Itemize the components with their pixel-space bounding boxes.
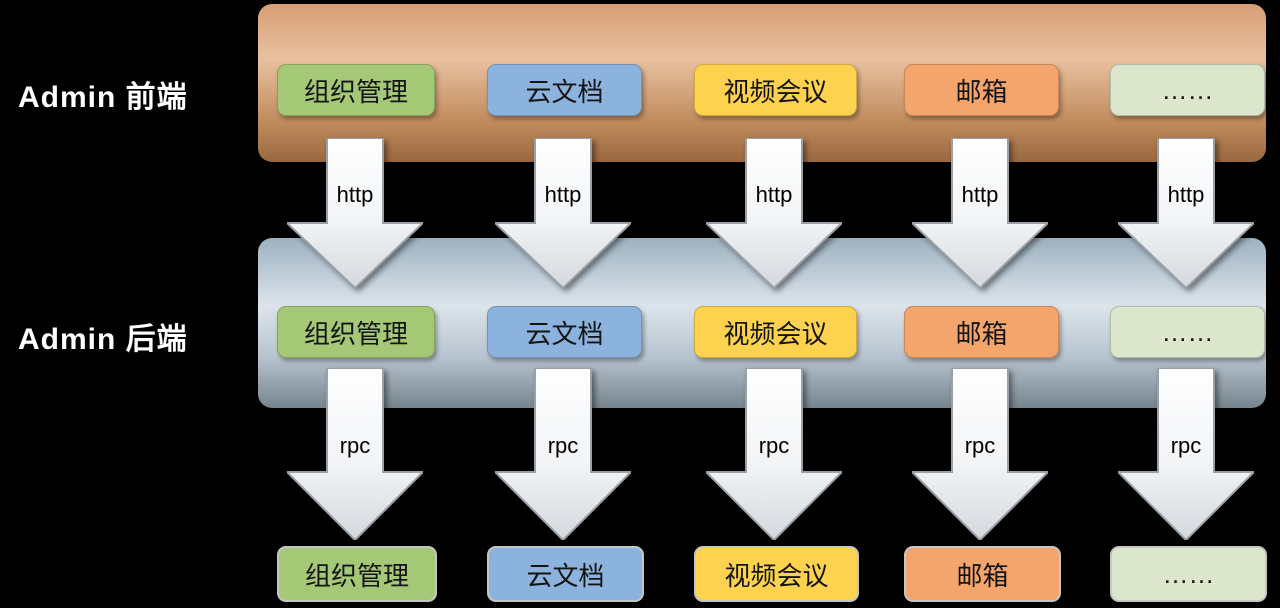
- frontend-module-mail: 邮箱: [904, 64, 1059, 116]
- down-arrow-icon: [706, 138, 842, 288]
- backend-module-meeting: 视频会议: [694, 306, 857, 358]
- down-arrow-icon: [495, 138, 631, 288]
- down-arrow-icon: [1118, 368, 1254, 540]
- backend-module-org: 组织管理: [277, 306, 435, 358]
- arrow-label: http: [1167, 182, 1205, 207]
- arrow-label: rpc: [1170, 433, 1202, 458]
- frontend-module-org: 组织管理: [277, 64, 435, 116]
- arrow-label: rpc: [964, 433, 996, 458]
- service-module-mail: 邮箱: [904, 546, 1061, 602]
- arrow-label: rpc: [339, 433, 371, 458]
- backend-module-mail: 邮箱: [904, 306, 1059, 358]
- service-module-org: 组织管理: [277, 546, 437, 602]
- layer-label-frontend: Admin 前端: [18, 81, 188, 114]
- http-arrow-1: http: [287, 138, 423, 288]
- backend-module-more: ……: [1110, 306, 1265, 358]
- layer-label-backend: Admin 后端: [18, 323, 188, 356]
- http-arrow-3: http: [706, 138, 842, 288]
- rpc-arrow-1: rpc: [287, 368, 423, 540]
- down-arrow-icon: [287, 138, 423, 288]
- service-module-meeting: 视频会议: [694, 546, 859, 602]
- frontend-module-meeting: 视频会议: [694, 64, 857, 116]
- rpc-arrow-2: rpc: [495, 368, 631, 540]
- arrow-label: http: [336, 182, 374, 207]
- arrow-label: rpc: [758, 433, 790, 458]
- frontend-module-docs: 云文档: [487, 64, 642, 116]
- http-arrow-5: http: [1118, 138, 1254, 288]
- arrow-label: http: [544, 182, 582, 207]
- service-module-docs: 云文档: [487, 546, 644, 602]
- down-arrow-icon: [912, 138, 1048, 288]
- rpc-arrow-4: rpc: [912, 368, 1048, 540]
- frontend-module-more: ……: [1110, 64, 1265, 116]
- service-module-more: ……: [1110, 546, 1267, 602]
- arrow-label: http: [961, 182, 999, 207]
- arrow-label: rpc: [547, 433, 579, 458]
- http-arrow-2: http: [495, 138, 631, 288]
- down-arrow-icon: [495, 368, 631, 540]
- down-arrow-icon: [912, 368, 1048, 540]
- down-arrow-icon: [1118, 138, 1254, 288]
- down-arrow-icon: [706, 368, 842, 540]
- down-arrow-icon: [287, 368, 423, 540]
- arrow-label: http: [755, 182, 793, 207]
- backend-module-docs: 云文档: [487, 306, 642, 358]
- rpc-arrow-5: rpc: [1118, 368, 1254, 540]
- http-arrow-4: http: [912, 138, 1048, 288]
- rpc-arrow-3: rpc: [706, 368, 842, 540]
